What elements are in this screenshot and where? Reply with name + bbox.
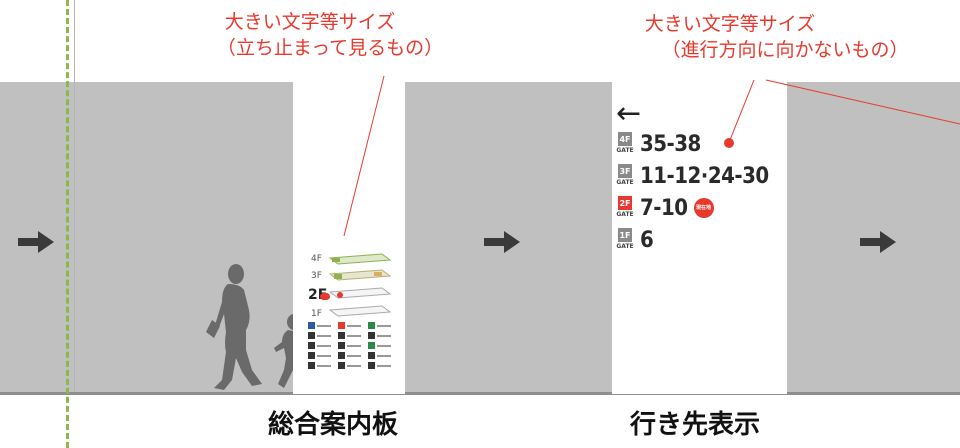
gate-numbers: 11-12·24-30	[640, 163, 769, 189]
gate-numbers: 35-38	[640, 131, 701, 157]
floor-label: 1F	[311, 309, 322, 319]
destination-row: 1F GATE 6	[616, 227, 654, 253]
annotation-left-line1: 大きい文字等サイズ	[224, 11, 396, 33]
annotation-right-line1: 大きい文字等サイズ	[644, 13, 816, 35]
legend-item	[308, 332, 336, 339]
destination-row: 3F GATE 11-12·24-30	[616, 163, 769, 189]
floor-line	[0, 392, 960, 395]
legend-item	[308, 322, 336, 329]
legend-item	[338, 332, 366, 339]
pedestrian-adult-icon	[206, 264, 262, 390]
gate-numbers: 6	[640, 227, 654, 253]
destination-sign	[612, 82, 787, 394]
floor-badge: 2F GATE	[616, 196, 634, 220]
current-location-badge	[320, 293, 330, 300]
legend-item	[338, 342, 366, 349]
floor-map-icon	[328, 253, 392, 317]
legend-item	[308, 362, 336, 369]
legend-item	[368, 342, 396, 349]
floor-badge: 1F GATE	[616, 228, 634, 252]
legend-item	[368, 332, 396, 339]
annotation-marker	[724, 138, 734, 148]
floor-badge: 4F GATE	[616, 132, 634, 156]
legend-item	[368, 362, 396, 369]
current-location-badge: 現在地	[693, 198, 714, 218]
floor-label: 3F	[311, 271, 322, 281]
annotation-left-line2: （立ち止まって見るもの）	[216, 37, 444, 59]
caption-destination-sign: 行き先表示	[630, 410, 761, 440]
legend-item	[308, 352, 336, 359]
legend-item	[368, 322, 396, 329]
legend-item	[338, 362, 366, 369]
caption-directory-board: 総合案内板	[268, 410, 399, 440]
floor-label: 4F	[311, 254, 322, 264]
arrow-left-icon: ←	[616, 96, 642, 131]
gate-numbers: 7-10	[640, 195, 688, 221]
legend-item	[338, 322, 366, 329]
arrow-right-icon	[18, 231, 54, 253]
boundary-line	[74, 0, 75, 392]
floor-badge: 3F GATE	[616, 164, 634, 188]
legend-item	[308, 342, 336, 349]
destination-row: 2F GATE 7-10 現在地	[616, 195, 714, 221]
arrow-right-icon	[484, 231, 520, 253]
boundary-dashed-line	[66, 0, 69, 448]
legend-item	[338, 352, 366, 359]
directory-legend	[308, 322, 396, 369]
arrow-right-icon	[860, 231, 896, 253]
destination-row: 4F GATE 35-38	[616, 131, 701, 157]
corridor-wall	[0, 82, 960, 394]
annotation-right-line2: （進行方向に向かないもの）	[661, 39, 909, 61]
legend-item	[368, 352, 396, 359]
